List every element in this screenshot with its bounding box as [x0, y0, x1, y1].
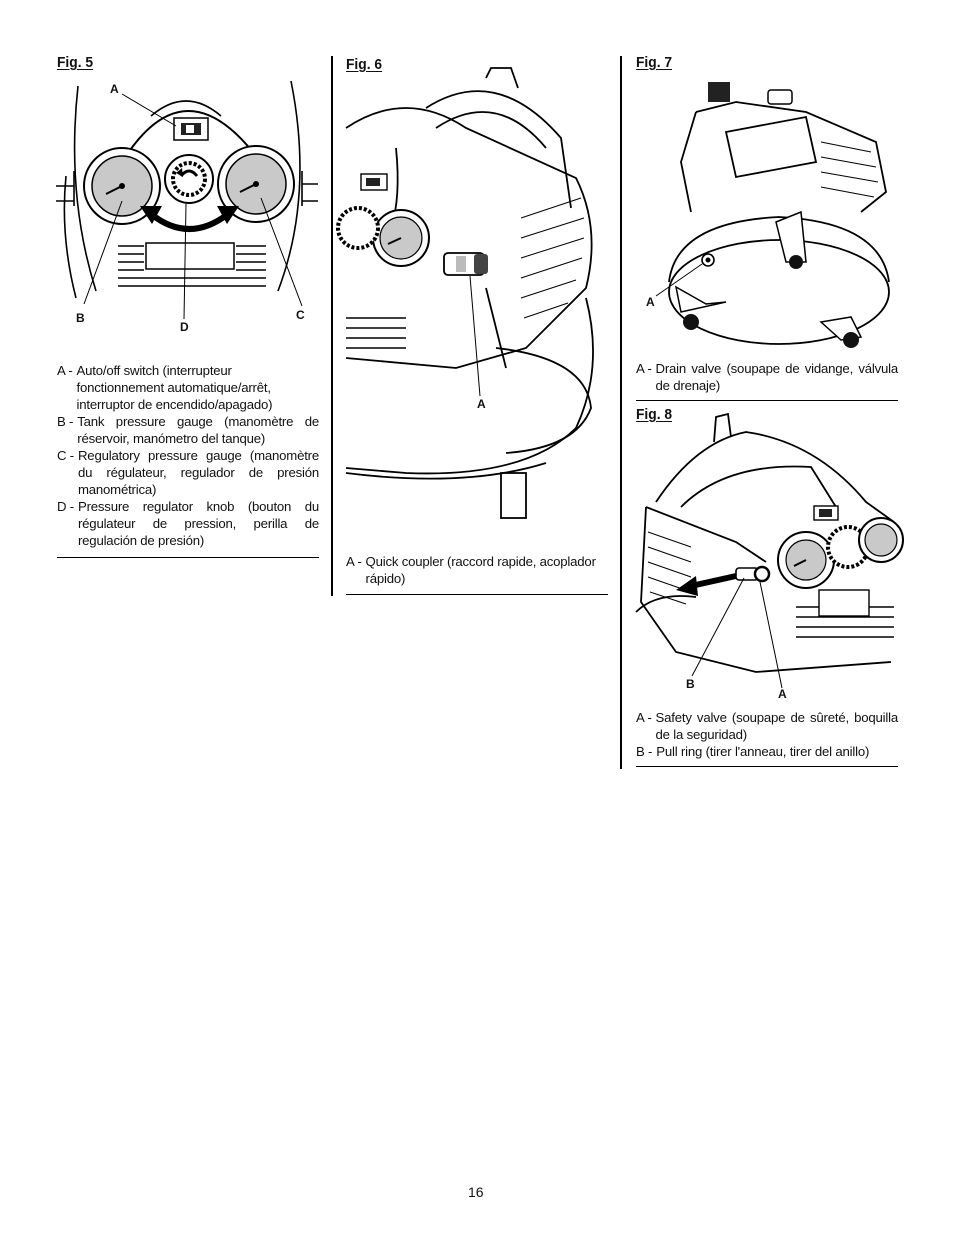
fig8-illustration: [635, 412, 904, 689]
fig8-callout-b: B: [686, 677, 695, 691]
fig7-caption: A -Drain valve (soupape de vidange, válv…: [636, 360, 898, 394]
fig8-title: Fig. 8: [636, 406, 673, 423]
fig7-illustration: [655, 82, 890, 348]
fig7-callout-a: A: [646, 295, 655, 309]
fig5-caption: A -Auto/off switch (interrupteur fonctio…: [57, 362, 319, 549]
column-divider-right: [620, 56, 622, 769]
fig7-rule: [636, 400, 898, 401]
fig5-regulator-gauge-icon: [217, 145, 295, 223]
fig5-switch-icon: [173, 117, 209, 141]
fig6-callout-a: A: [477, 397, 486, 411]
fig8-caption-item: B -Pull ring (tirer l'anneau, tirer del …: [636, 744, 870, 759]
fig6-caption: A -Quick coupler (raccord rapide, acopla…: [346, 553, 608, 587]
fig6-illustration: [336, 67, 594, 519]
fig5-caption-item: C -Regulatory pressure gauge (manomètre …: [57, 448, 319, 497]
fig8-callout-a: A: [778, 687, 787, 701]
fig5-caption-item: B -Tank pressure gauge (manomètre de rés…: [57, 414, 319, 446]
fig6-rule: [346, 594, 608, 595]
fig7-drain-valve-icon: [701, 253, 715, 267]
fig6-gauge-icon: [372, 209, 430, 267]
fig7-title: Fig. 7: [636, 54, 673, 71]
fig6-quick-coupler-icon: [443, 252, 488, 276]
fig8-caption: A -Safety valve (soupape de sûreté, boqu…: [636, 709, 898, 760]
fig5-tank-gauge-icon: [83, 147, 161, 225]
fig6-title: Fig. 6: [346, 56, 383, 73]
fig6-caption-item: A -Quick coupler (raccord rapide, acopla…: [346, 554, 596, 586]
fig5-callout-a: A: [110, 82, 119, 96]
fig7-caption-item: A -Drain valve (soupape de vidange, válv…: [636, 361, 898, 393]
fig8-rule: [636, 766, 898, 767]
column-divider-left: [331, 56, 333, 596]
fig5-illustration: [56, 80, 318, 320]
fig8-safety-valve-icon: [735, 565, 771, 583]
fig5-callout-b: B: [76, 311, 85, 325]
fig5-caption-item: A -Auto/off switch (interrupteur fonctio…: [57, 363, 273, 412]
page-number: 16: [468, 1184, 484, 1200]
fig5-caption-item: D -Pressure regulator knob (bouton du ré…: [57, 499, 319, 548]
fig8-caption-item: A -Safety valve (soupape de sûreté, boqu…: [636, 710, 898, 742]
fig5-rule: [57, 557, 319, 558]
fig5-callout-d: D: [180, 320, 189, 334]
fig5-regulator-knob-icon: [164, 154, 214, 204]
fig5-callout-c: C: [296, 308, 305, 322]
fig5-title: Fig. 5: [57, 54, 94, 71]
